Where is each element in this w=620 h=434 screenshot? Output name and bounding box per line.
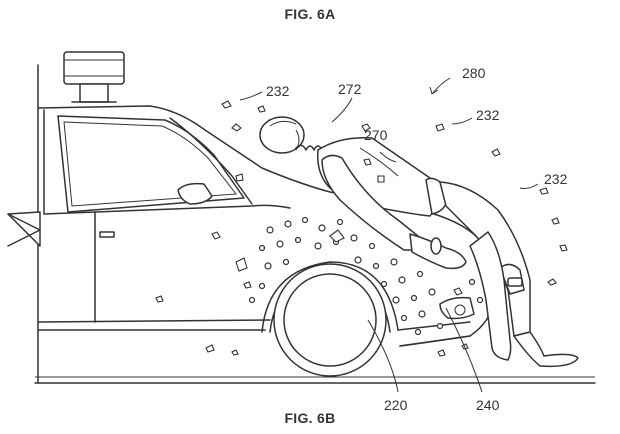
- debris-particles: [155, 100, 568, 357]
- callout-280: 280: [462, 65, 486, 81]
- callout-232-right: 232: [544, 171, 568, 187]
- pedestrian-figure: [259, 116, 579, 368]
- rear-trim: [7, 211, 41, 247]
- figure-bottom-label: FIG. 6B: [284, 410, 336, 426]
- adhesive-spots: [248, 216, 484, 336]
- figure-top-label: FIG. 6A: [284, 6, 336, 22]
- callout-220: 220: [384, 397, 408, 413]
- callout-232-mid: 232: [476, 107, 500, 123]
- callout-272: 272: [338, 81, 362, 97]
- callout-270: 270: [364, 127, 388, 143]
- callout-232-left: 232: [266, 83, 290, 99]
- front-wheel: [261, 261, 399, 377]
- roof-sensor: [63, 51, 125, 103]
- callout-240: 240: [476, 397, 500, 413]
- leader-lines: [239, 77, 539, 393]
- vehicle-body: [37, 105, 493, 347]
